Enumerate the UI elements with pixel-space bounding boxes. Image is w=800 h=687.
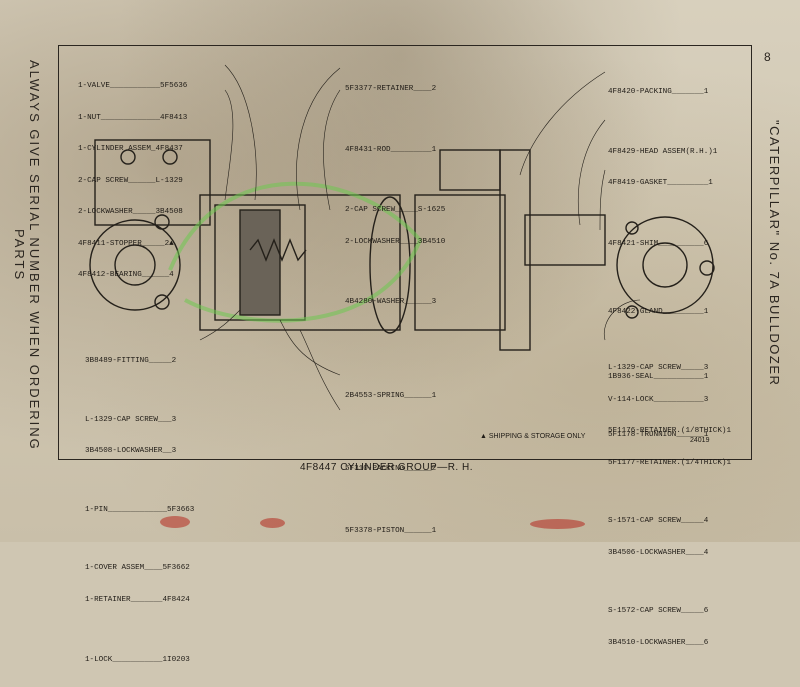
- cylinder-end: [369, 196, 411, 334]
- head-flange: [499, 149, 531, 351]
- gland: [524, 214, 606, 266]
- page-number: 8: [764, 50, 771, 64]
- green-highlight: [168, 181, 423, 323]
- stain-mark: [160, 516, 190, 528]
- diagram-caption: 4F8447 CYLINDER GROUP—R. H.: [300, 462, 473, 473]
- piston: [239, 209, 281, 316]
- shipping-note: ▲ SHIPPING & STORAGE ONLY: [480, 433, 586, 440]
- side-instruction-text: ALWAYS GIVE SERIAL NUMBER WHEN ORDERING …: [12, 59, 42, 451]
- rod-tube: [414, 194, 506, 331]
- left-parts-list: 1-VALVE___________5F5636 1-NUT__________…: [78, 82, 188, 279]
- cylinder-drawing: [89, 64, 715, 411]
- left-lower-parts-list: 3B8489-FITTING_____2 L-1329-CAP SCREW___…: [85, 357, 195, 664]
- spring: [249, 238, 307, 262]
- rod-end: [439, 149, 501, 191]
- left-bracket: [94, 139, 211, 226]
- side-title-text: "CATERPILLAR" No. 7A BULLDOZER: [767, 120, 782, 387]
- right-bottom-parts-list: L-1329-CAP SCREW_____3 V-114-LOCK_______…: [608, 364, 732, 647]
- left-eye-mount: [89, 219, 181, 311]
- stain-mark: [530, 519, 585, 529]
- right-eye-bore: [642, 242, 688, 288]
- diagram-frame: [58, 45, 752, 460]
- left-eye-bore: [114, 244, 156, 286]
- center-bottom-parts-list: 2B4553-SPRING______1 5F310-PACKING______…: [345, 392, 437, 535]
- catalog-page: 8 ALWAYS GIVE SERIAL NUMBER WHEN ORDERIN…: [0, 0, 800, 664]
- stain-mark: [260, 518, 285, 528]
- figure-number: 24019: [690, 437, 710, 444]
- center-top-parts-list: 5F3377-RETAINER____2 4F8431-ROD_________…: [345, 85, 446, 306]
- right-top-parts-list: 4F8420-PACKING_______1 4F8429-HEAD ASSEM…: [608, 88, 718, 439]
